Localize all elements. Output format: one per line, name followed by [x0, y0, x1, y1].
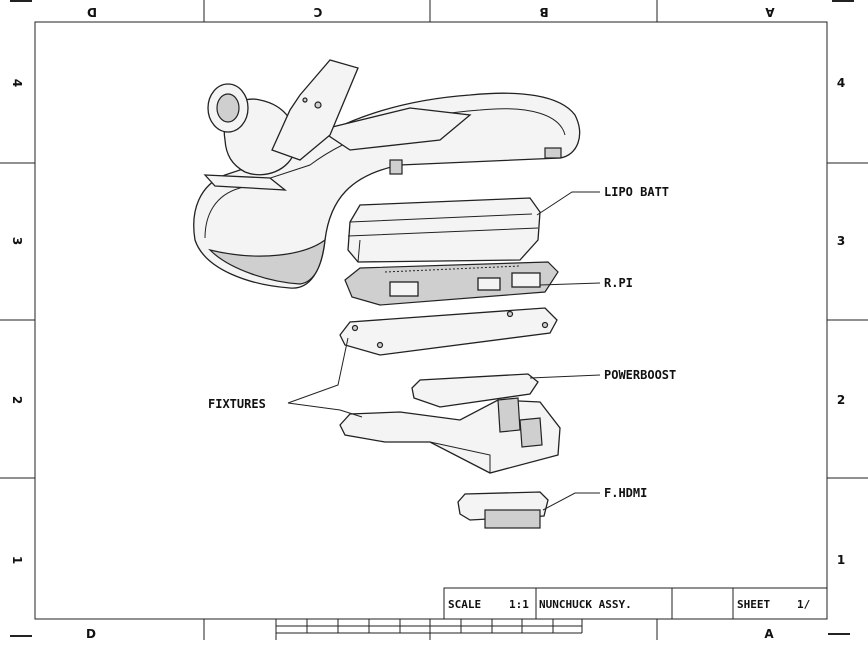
- zone-top-c: C: [313, 5, 322, 19]
- zone-top-d: D: [87, 5, 97, 19]
- sheet-value: 1/: [797, 598, 811, 611]
- title-block: [443, 587, 828, 620]
- callout-lipo-batt: LIPO BATT: [604, 185, 669, 199]
- drawing-title: NUNCHUCK ASSY.: [539, 598, 632, 611]
- callout-hdmi: F.HDMI: [604, 486, 647, 500]
- sheet-label: SHEET: [737, 598, 770, 611]
- hdmi-connector: [457, 491, 549, 529]
- scale-label: SCALE: [448, 598, 481, 611]
- lipo-battery: [347, 197, 541, 263]
- zone-left-3: 3: [10, 237, 24, 245]
- fixture-bracket-lower: [339, 397, 561, 474]
- callout-powerboost: POWERBOOST: [604, 368, 676, 382]
- zone-top-b: B: [539, 5, 548, 19]
- zone-right-2: 2: [837, 393, 845, 407]
- zone-bottom-d: D: [86, 627, 96, 641]
- zone-bottom-a: A: [764, 627, 774, 641]
- nunchuck-shell: [193, 59, 581, 289]
- zone-left-4: 4: [10, 79, 24, 87]
- zone-right-3: 3: [837, 234, 845, 248]
- zone-right-1: 1: [837, 553, 845, 567]
- fixture-plate-upper: [339, 307, 558, 356]
- powerboost-board: [411, 373, 539, 408]
- scale-value: 1:1: [509, 598, 529, 611]
- leader-lines: [287, 191, 601, 511]
- zone-top-a: A: [765, 5, 775, 19]
- zone-right-4: 4: [837, 76, 845, 90]
- zone-left-1: 1: [10, 556, 24, 564]
- callout-fixtures: FIXTURES: [208, 397, 266, 411]
- callout-rpi: R.PI: [604, 276, 633, 290]
- zone-left-2: 2: [10, 396, 24, 404]
- raspberry-pi-board: [344, 261, 559, 306]
